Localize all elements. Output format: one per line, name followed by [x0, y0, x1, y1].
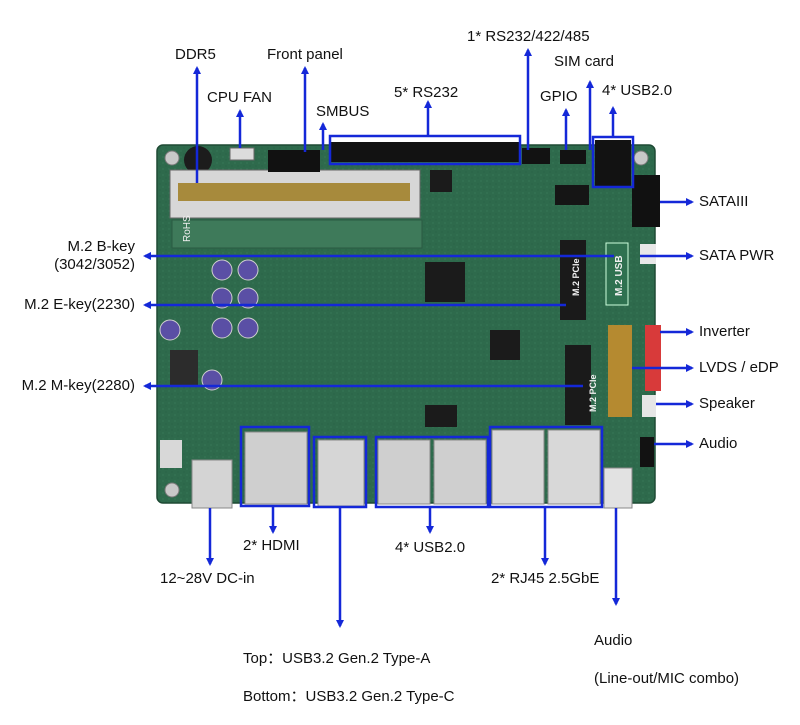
label-5-rs232: 5* RS232 [394, 84, 459, 101]
silkscreen-rohs: RoHS [182, 215, 193, 242]
board-diagram: M.2 USB M.2 PCIe M.2 PCIe RoHS [143, 48, 694, 628]
silkscreen-m2-pcie-bottom: M.2 PCIe [588, 374, 598, 412]
label-audio-bottom: Audio (Line-out/MIC combo) [594, 612, 739, 707]
label-usb20-bottom: 4* USB2.0 [395, 539, 466, 556]
label-smbus: SMBUS [316, 103, 370, 120]
label-ddr5: DDR5 [175, 46, 216, 63]
label-rj45: 2* RJ45 2.5GbE [491, 570, 600, 587]
label-gpio: GPIO [540, 88, 578, 105]
label-sataiii: SATAIII [699, 193, 749, 210]
label-m2-bkey: M.2 B-key (3042/3052) [20, 238, 135, 274]
label-dc-in: 12~28V DC-in [160, 570, 255, 587]
pcb-board [156, 140, 661, 509]
label-sim-card: SIM card [554, 53, 615, 70]
label-sata-pwr: SATA PWR [699, 247, 775, 264]
label-usb20-top: 4* USB2.0 [602, 82, 673, 99]
label-m2-ekey: M.2 E-key(2230) [24, 296, 135, 313]
label-m2-mkey: M.2 M-key(2280) [21, 377, 135, 394]
label-front-panel: Front panel [267, 46, 343, 63]
callout-arrows [143, 48, 694, 628]
label-usb32: Top：USB3.2 Gen.2 Type-A Bottom：USB3.2 Ge… [243, 630, 455, 725]
label-inverter: Inverter [699, 323, 750, 340]
label-rs232-422-485: 1* RS232/422/485 [467, 28, 590, 45]
label-usb32-bottom: Bottom：USB3.2 Gen.2 Type-C [243, 688, 455, 705]
silkscreen-m2-pcie-top: M.2 PCIe [571, 258, 581, 296]
label-audio-bottom-line1: Audio [594, 632, 633, 649]
label-audio-bottom-line2: (Line-out/MIC combo) [594, 670, 740, 687]
label-lvds-edp: LVDS / eDP [699, 359, 779, 376]
label-hdmi: 2* HDMI [243, 537, 300, 554]
label-speaker: Speaker [699, 395, 755, 412]
label-m2-bkey-line2: (3042/3052) [54, 256, 135, 273]
label-m2-bkey-line1: M.2 B-key [67, 238, 135, 255]
label-cpu-fan: CPU FAN [207, 89, 273, 106]
label-usb32-top: Top：USB3.2 Gen.2 Type-A [243, 650, 431, 667]
silkscreen-m2-usb: M.2 USB [614, 255, 625, 296]
label-audio-right: Audio [699, 435, 738, 452]
